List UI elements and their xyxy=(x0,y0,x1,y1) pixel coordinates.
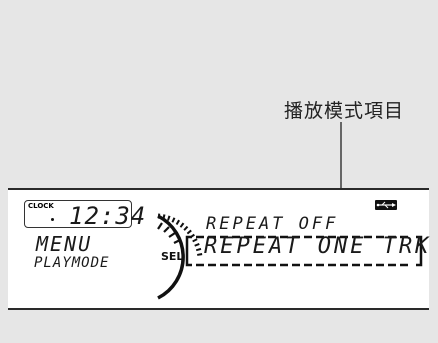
repeat-one-trk-text: REPEAT ONE TRK xyxy=(204,234,432,259)
callout-label: 播放模式項目 xyxy=(284,100,405,122)
clock-frame: CLOCK 12:34 xyxy=(24,200,145,230)
selection-bracket xyxy=(185,235,423,267)
lcd-display: CLOCK 12:34 MENU PLAYMODE SEL REPEAT OFF… xyxy=(8,188,429,310)
usb-icon xyxy=(375,200,397,210)
playmode-label: PLAYMODE xyxy=(34,255,110,271)
clock-dot xyxy=(51,218,54,221)
repeat-off-text: REPEAT OFF xyxy=(206,214,339,234)
sel-dial-icon xyxy=(157,213,203,300)
clock-label: CLOCK xyxy=(28,202,54,210)
menu-label: MENU xyxy=(36,232,93,256)
sel-label: SEL xyxy=(161,250,184,263)
clock-time: 12:34 xyxy=(69,202,147,230)
